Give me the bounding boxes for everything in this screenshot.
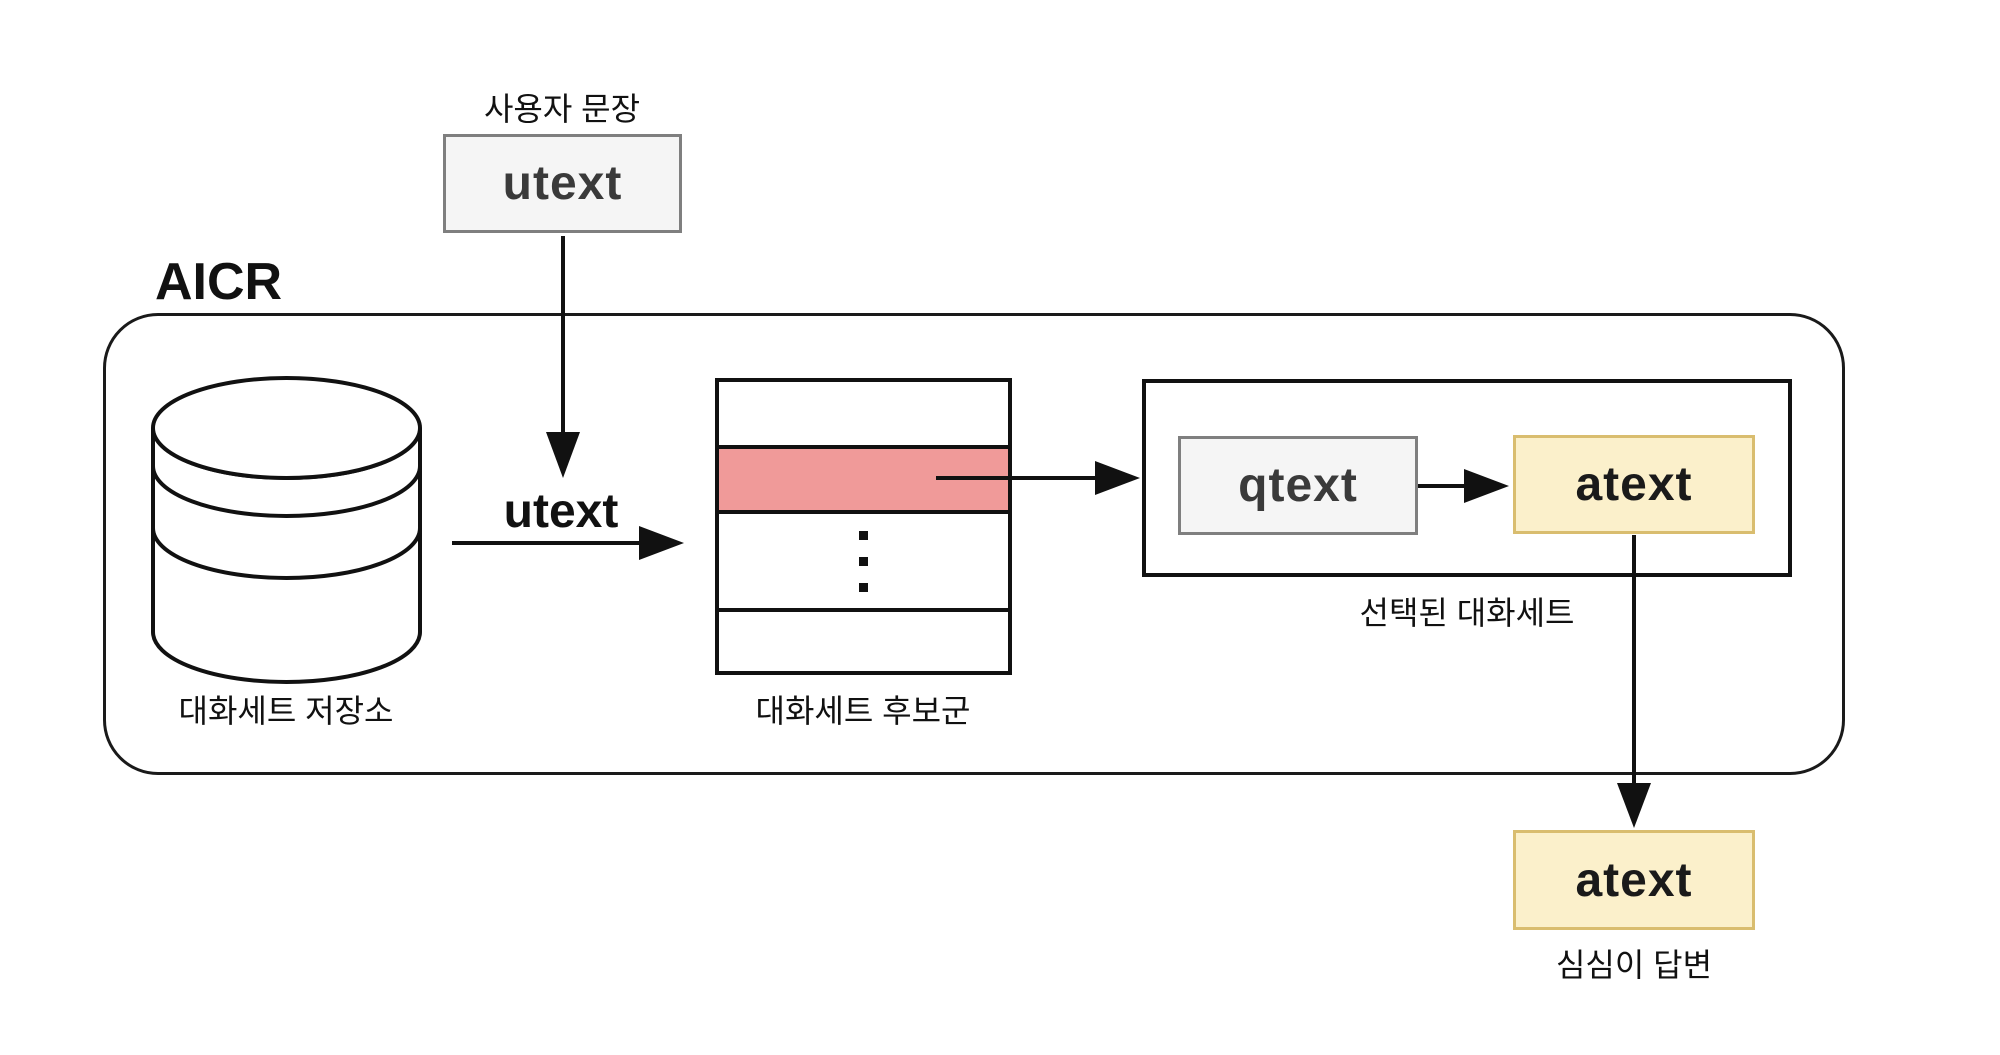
ellipsis-dot: [859, 582, 868, 592]
user-sentence-label: 사용자 문장: [483, 91, 641, 127]
table-row: [719, 612, 1008, 671]
table-row: [719, 382, 1008, 445]
table-row-ellipsis: [719, 514, 1008, 608]
selected-set-label: 선택된 대화세트: [1359, 595, 1575, 631]
ellipsis-dot: [859, 530, 868, 540]
table-divider: [719, 608, 1008, 612]
atext-answer-node: atext: [1513, 830, 1755, 930]
storage-label: 대화세트 저장소: [178, 693, 394, 729]
table-divider: [719, 510, 1008, 514]
aicr-container: [103, 313, 1845, 775]
table-divider: [719, 445, 1008, 449]
answer-label: 심심이 답변: [1555, 947, 1713, 983]
ellipsis-dot: [859, 556, 868, 566]
candidates-label: 대화세트 후보군: [755, 693, 971, 729]
qtext-node: qtext: [1178, 436, 1418, 535]
aicr-title: AICR: [155, 253, 283, 311]
atext-selected-node: atext: [1513, 435, 1755, 534]
table-row-highlighted: [719, 449, 1008, 510]
utext-edge-label: utext: [503, 485, 619, 538]
candidates-table: [715, 378, 1012, 675]
utext-input-node: utext: [443, 134, 682, 233]
